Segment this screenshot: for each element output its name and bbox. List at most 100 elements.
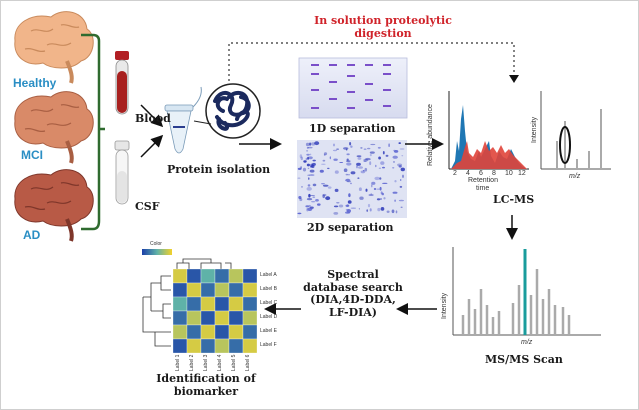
- label-digestion: In solution proteolytic digestion: [283, 14, 483, 40]
- gel-spot: [388, 143, 390, 147]
- gel-spot: [312, 196, 316, 198]
- heatmap-cell: [200, 268, 216, 284]
- gel-spot: [377, 207, 381, 212]
- gel-spot: [350, 207, 357, 209]
- label-mci: MCI: [21, 148, 43, 162]
- label-csf: CSF: [135, 200, 160, 213]
- gel-spot: [343, 147, 349, 150]
- heatmap-cell: [214, 268, 230, 284]
- gel-spot: [305, 205, 310, 208]
- chromatogram-tick: 8: [492, 170, 496, 177]
- spectrum-small-ylabel: Intensity: [531, 116, 538, 143]
- gel-spot: [370, 193, 372, 195]
- gel-spot: [397, 163, 403, 167]
- gel-spot: [346, 158, 349, 161]
- heatmap-cell: [200, 338, 216, 354]
- gel-spot: [308, 156, 313, 160]
- gel-spot: [346, 153, 350, 156]
- gel-spot: [311, 162, 316, 166]
- search-line-2: database search: [303, 280, 403, 294]
- gel-spot: [347, 204, 349, 207]
- chromatogram-tick: 6: [479, 170, 483, 177]
- gel-spot: [322, 193, 327, 197]
- gel-spot: [350, 182, 352, 185]
- heatmap-cell: [228, 338, 244, 354]
- label-ad: AD: [23, 228, 41, 242]
- search-line-4: LF-DIA): [328, 305, 378, 319]
- gel-spot: [333, 205, 339, 208]
- gel-spot: [398, 199, 404, 202]
- heatmap-cell: [242, 282, 258, 298]
- gel-spot: [309, 174, 315, 176]
- label-1d-separation: 1D separation: [309, 122, 396, 135]
- gel-spot: [398, 165, 402, 168]
- gel-spot: [394, 199, 396, 202]
- chromatogram-xlabel-2: time: [476, 185, 490, 192]
- gel-spot: [359, 196, 364, 200]
- gel-spot: [309, 142, 312, 146]
- gel-spot: [322, 159, 326, 162]
- heatmap-cell: [214, 324, 230, 340]
- gel-spot: [369, 153, 372, 157]
- gel-spot: [334, 188, 339, 192]
- heatmap-cell: [172, 338, 188, 354]
- label-lcms: LC-MS: [493, 193, 535, 206]
- gel-spot: [346, 162, 352, 166]
- gel-spot: [367, 147, 371, 150]
- gel-spot: [393, 161, 395, 163]
- gel-spot: [307, 174, 311, 176]
- gel-spot: [325, 196, 331, 201]
- label-msms-scan: MS/MS Scan: [485, 353, 563, 366]
- gel-spot: [402, 174, 404, 178]
- gel-spot: [374, 176, 380, 181]
- heatmap-cell: [242, 338, 258, 354]
- gel-spot: [368, 194, 374, 196]
- chromatogram-tick: 4: [466, 170, 470, 177]
- gel-spot: [364, 167, 368, 172]
- heatmap-cell: [186, 338, 202, 354]
- label-healthy: Healthy: [13, 76, 57, 90]
- chromatogram-ylabel: Relative abundance: [427, 104, 434, 166]
- gel-spot: [365, 188, 368, 192]
- heatmap-row-label: Label C: [260, 300, 278, 306]
- label-2d-separation: 2D separation: [307, 221, 394, 234]
- gel-spot: [369, 151, 375, 154]
- gel-spot: [375, 164, 377, 168]
- gel-spot: [358, 187, 362, 191]
- gel-spot: [371, 184, 373, 188]
- gel-spot: [350, 145, 353, 148]
- gel-spot: [321, 183, 325, 185]
- chromatogram-tick: 10: [505, 170, 513, 177]
- gel-spot: [314, 141, 320, 146]
- heatmap-cell: [172, 282, 188, 298]
- gel-spot: [312, 159, 316, 162]
- heatmap-cell: [214, 310, 230, 326]
- eppendorf-tube-icon: [164, 86, 202, 154]
- gel-spot: [369, 208, 372, 212]
- gel-spot: [358, 166, 363, 169]
- heatmap-cell: [228, 310, 244, 326]
- heatmap-cell: [186, 324, 202, 340]
- heatmap-row-label: Label D: [260, 314, 278, 320]
- gel-spot: [306, 150, 309, 152]
- gel-spot: [299, 154, 303, 159]
- label-database-search: Spectral database search (DIA,4D-DDA, LF…: [297, 268, 409, 320]
- gel-spot: [393, 150, 399, 153]
- gel-spot: [380, 191, 383, 195]
- gel-spot: [357, 157, 362, 160]
- heatmap-cell: [186, 282, 202, 298]
- gel-spot: [392, 191, 398, 194]
- msms-ylabel: Intensity: [441, 292, 448, 319]
- gel-spot: [345, 204, 350, 207]
- heatmap-col-label: Label 3: [203, 354, 209, 371]
- spectrum-small-xlabel: m/z: [569, 173, 581, 180]
- heatmap-cell: [214, 282, 230, 298]
- heatmap-cell: [172, 324, 188, 340]
- label-protein-isolation: Protein isolation: [167, 163, 271, 176]
- gel-spot: [317, 203, 321, 206]
- brain-ad-icon: [14, 169, 94, 242]
- gel-spot: [350, 171, 356, 175]
- gel-spot: [343, 168, 348, 172]
- gel-spot: [307, 184, 311, 187]
